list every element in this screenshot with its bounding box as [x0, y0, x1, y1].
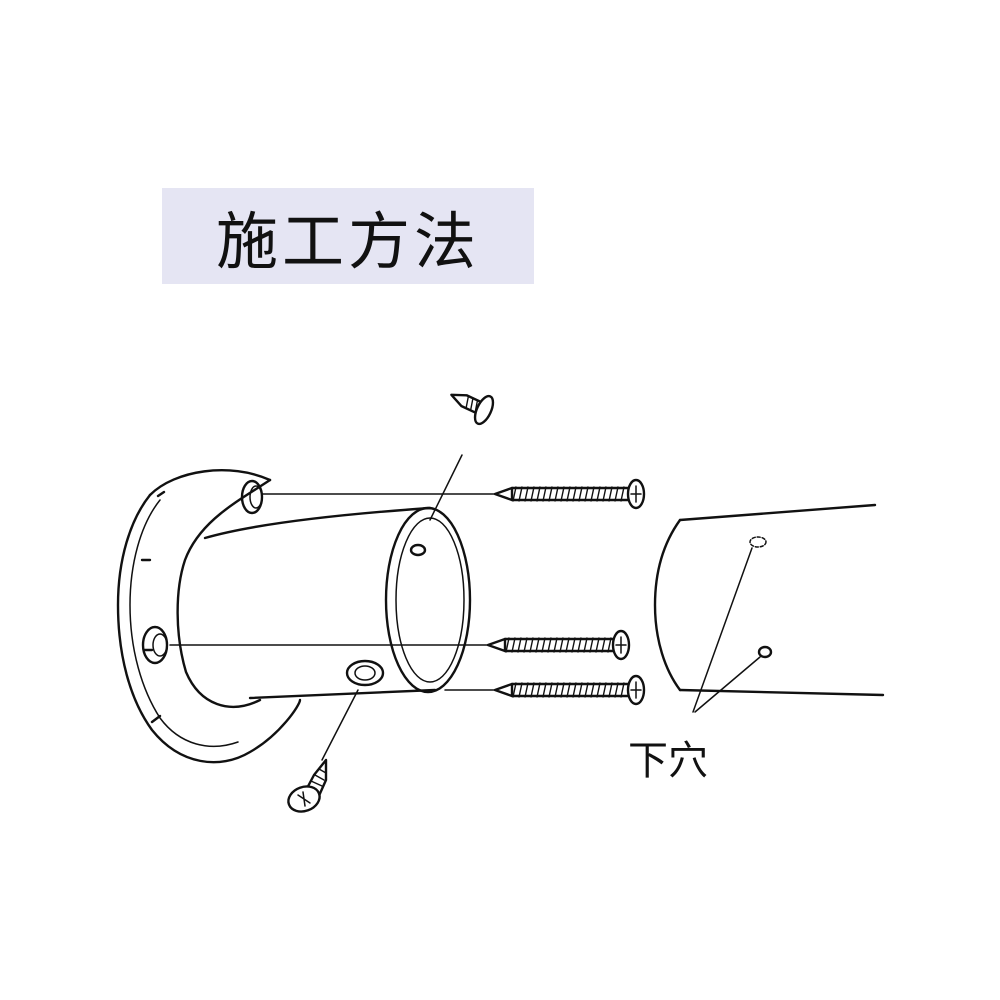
guide-lines	[169, 454, 496, 761]
guide-bottom-screw	[321, 689, 359, 761]
screw-threads	[512, 682, 625, 698]
tube-inner-hole	[409, 543, 427, 557]
pipe-end	[653, 518, 682, 692]
pipe-bottom-edge	[678, 688, 885, 697]
page-title: 施工方法	[215, 205, 480, 278]
flange-hole-upper-inner	[249, 485, 263, 509]
tube-top-edge	[203, 506, 432, 540]
screw-threads	[505, 637, 612, 653]
tube-mouth-outer	[384, 506, 472, 694]
leader-upper	[692, 547, 753, 713]
side-screw-hole-inner	[354, 665, 376, 681]
tube-mouth-inner	[395, 517, 465, 683]
flange-notches	[140, 490, 166, 724]
wood-screw-lower	[493, 674, 646, 706]
flange-rim-outer	[116, 493, 302, 764]
leader-lower	[694, 656, 761, 713]
wood-screw-center	[486, 629, 631, 661]
phillips-icon	[297, 791, 311, 807]
screw-head	[473, 394, 495, 426]
screw-tip	[493, 486, 514, 502]
flange-rim-top	[148, 469, 272, 497]
screw-tip	[493, 682, 514, 698]
guide-top-screw	[429, 454, 463, 521]
pilot-hole-leaders	[692, 547, 761, 713]
phillips-icon	[630, 681, 642, 699]
pilot-hole-upper	[749, 536, 767, 548]
screw-tip	[486, 637, 507, 653]
socket-body	[176, 478, 472, 708]
phillips-icon	[630, 485, 642, 503]
socket-flare	[176, 478, 272, 708]
side-screw-hole	[345, 659, 385, 687]
screw-threads	[310, 768, 327, 787]
flange-hole-center	[141, 625, 169, 665]
rail-pipe	[653, 503, 885, 697]
tube-bottom-edge	[248, 688, 437, 700]
pipe-top-edge	[678, 503, 877, 522]
flange-bracket	[116, 469, 302, 764]
flange-hole-center-inner	[152, 633, 168, 657]
pilot-hole-lower	[757, 645, 773, 659]
title-banner: 施工方法	[162, 188, 534, 284]
set-screw-top	[450, 393, 495, 426]
wood-screw-upper	[493, 478, 646, 510]
screw-threads	[512, 486, 625, 502]
pilot-hole-label: 下穴	[628, 738, 708, 784]
set-screw-bottom	[287, 758, 328, 813]
phillips-icon	[615, 636, 627, 654]
flange-face-inner	[129, 499, 239, 748]
